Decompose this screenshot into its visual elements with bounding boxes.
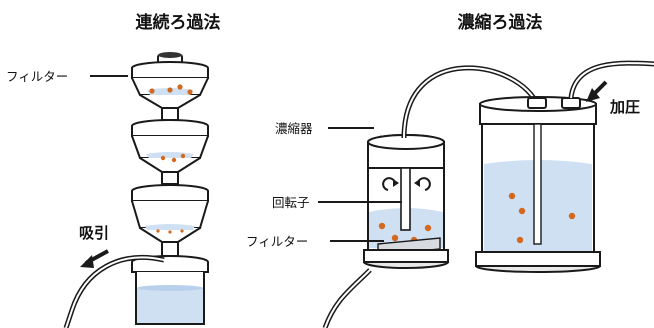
concentration-filtration-title: 濃縮ろ過法 (458, 12, 543, 33)
pressure-label: 加圧 (609, 98, 640, 116)
particle (518, 207, 526, 215)
funnel-2 (131, 119, 209, 185)
pressure-tube (568, 60, 654, 99)
particle (180, 229, 184, 233)
pressure-port (561, 97, 581, 109)
funnel-3 (131, 184, 209, 257)
particle (156, 229, 160, 233)
particle (149, 88, 155, 94)
particle (516, 236, 524, 244)
inlet-port (527, 97, 547, 109)
top-cap-rim (158, 52, 182, 58)
particle (568, 212, 576, 220)
funnel-1 (131, 61, 209, 121)
particle (424, 224, 432, 232)
concentrator-base (363, 249, 449, 263)
particle (391, 234, 399, 242)
continuous-filtration-title: 連続ろ過法 (136, 12, 221, 33)
particle (160, 155, 166, 161)
filter-label-left: フィルター (6, 69, 68, 84)
particle (378, 222, 386, 230)
vessel-base (475, 251, 601, 267)
particle (187, 89, 193, 95)
concentrator-label: 濃縮器 (275, 121, 313, 136)
particle (168, 230, 172, 234)
outlet-tube (322, 268, 372, 328)
filter-label-right: フィルター (246, 234, 308, 249)
particle (167, 87, 173, 93)
continuous-filtration-apparatus: 吸引 フィルター (6, 52, 209, 328)
particle (177, 84, 183, 90)
pressure-vessel (475, 96, 601, 273)
concentration-filtration-apparatus: 加圧 濃縮器 回転子 フィルター (246, 60, 654, 328)
inner-tube (533, 123, 542, 245)
rotor (400, 167, 411, 231)
particle (508, 192, 516, 200)
rotor-label: 回転子 (272, 195, 310, 210)
receiver-container (131, 255, 209, 325)
concentrator-vessel (363, 134, 449, 269)
particle (180, 153, 186, 159)
particle (171, 157, 177, 163)
suction-label: 吸引 (79, 224, 109, 242)
